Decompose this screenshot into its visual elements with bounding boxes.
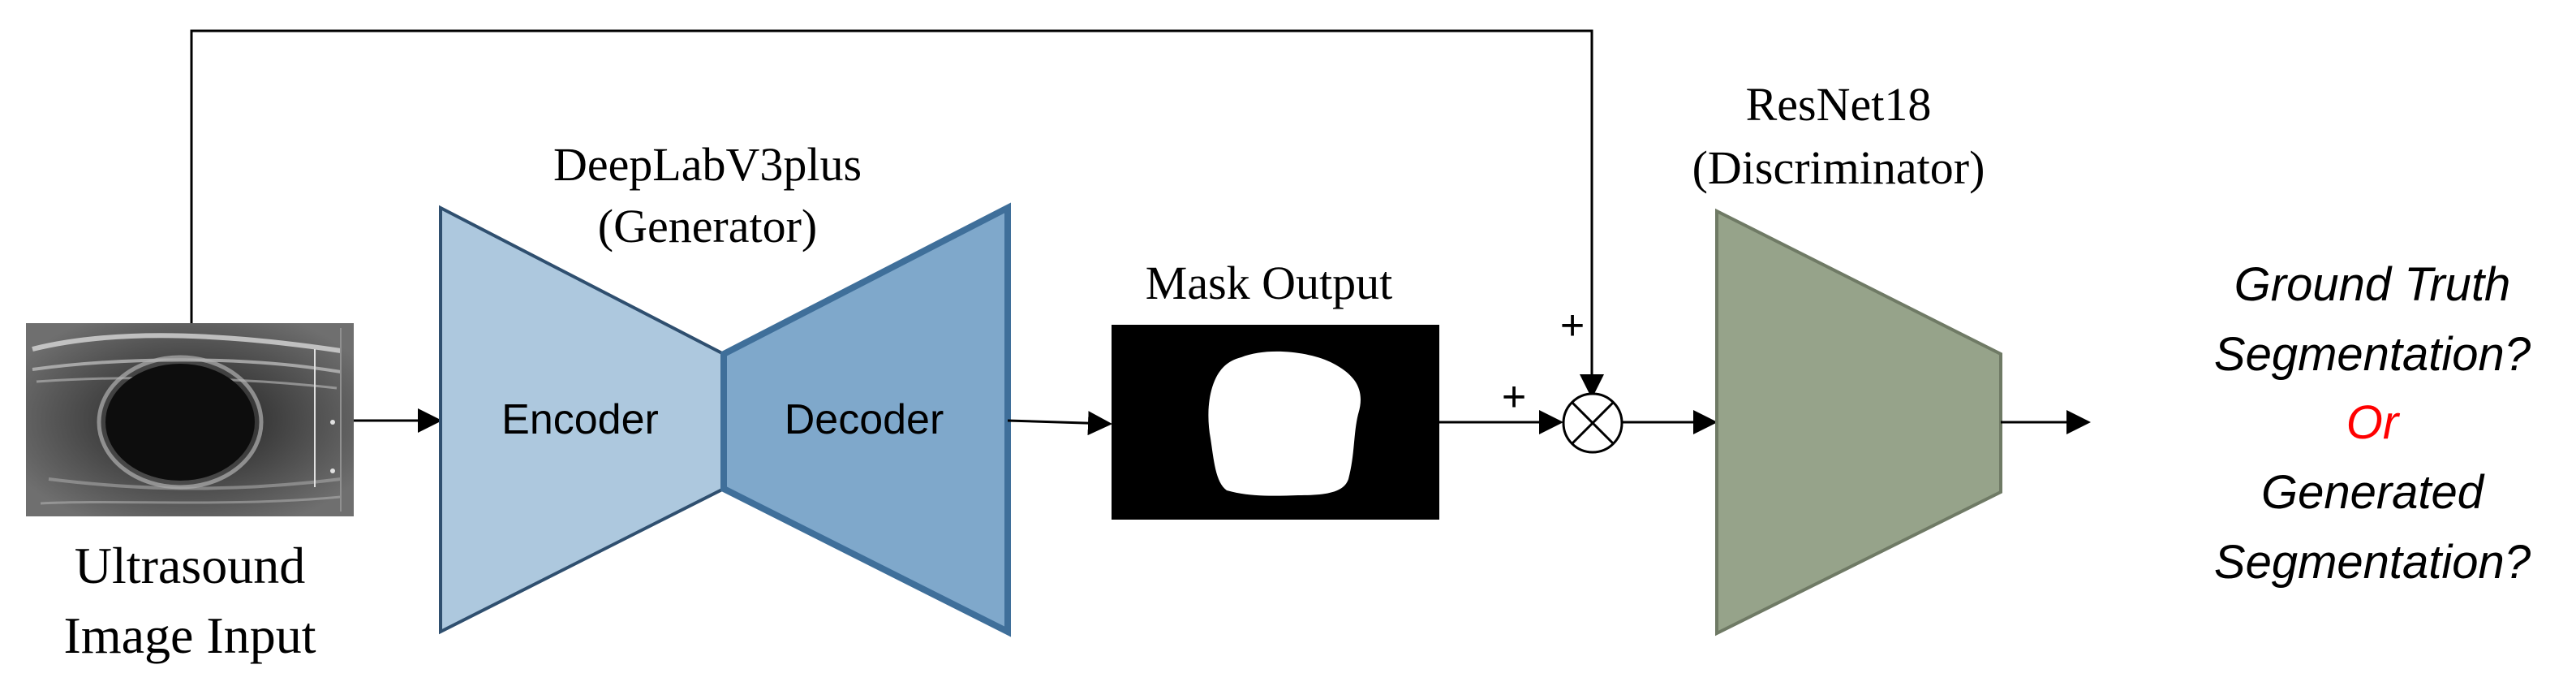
plus-sign-top: + (1560, 302, 1585, 349)
output-or: Or (2346, 396, 2401, 449)
output-line1: Ground Truth (2234, 258, 2511, 311)
output-line5: Segmentation? (2214, 536, 2531, 589)
plus-sign-left: + (1502, 373, 1526, 421)
discriminator-title-line1: ResNet18 (1746, 78, 1932, 131)
output-line2: Segmentation? (2214, 328, 2531, 381)
combine-operator (1562, 392, 1623, 454)
decoder-to-mask-arrow (1007, 411, 1112, 436)
decoder-label: Decoder (785, 396, 944, 443)
input-label-line1: Ultrasound (75, 537, 305, 594)
encoder-label: Encoder (501, 396, 659, 443)
mask-title: Mask Output (1146, 257, 1393, 309)
ultrasound-image (26, 323, 354, 516)
decoder-block (720, 202, 1011, 637)
output-line4: Generated (2261, 466, 2485, 519)
generator-title-line1: DeepLabV3plus (553, 138, 862, 191)
discriminator-block (1715, 208, 2002, 637)
discriminator-title-line2: (Discriminator) (1692, 141, 1985, 194)
skip-connection-arrow (190, 29, 1604, 399)
generator-title-line2: (Generator) (598, 200, 818, 253)
input-label-line2: Image Input (64, 607, 316, 664)
mask-blob (1208, 351, 1361, 496)
